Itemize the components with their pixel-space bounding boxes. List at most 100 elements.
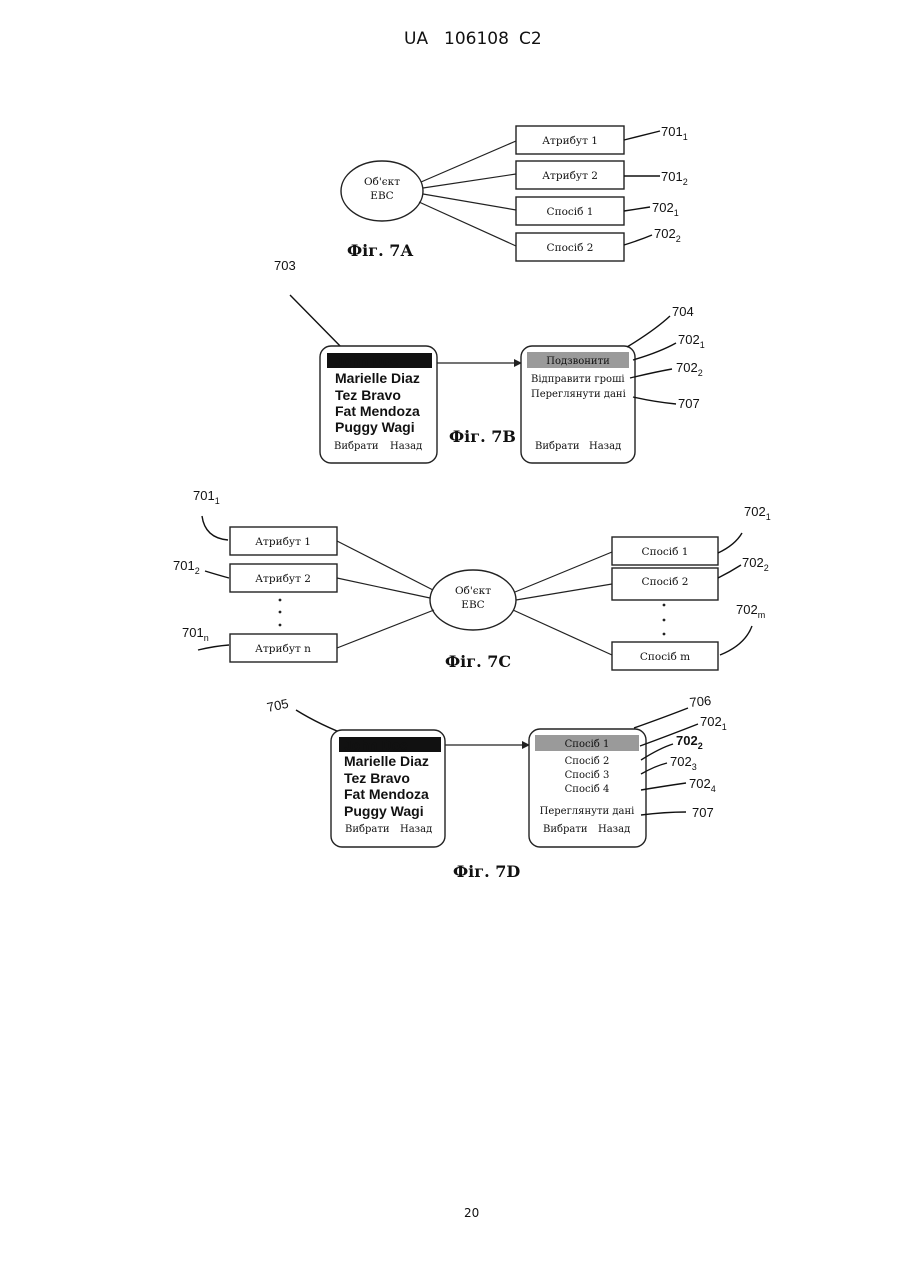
fig7c-ellipsis-dot	[279, 599, 282, 602]
fig7c-caption: Фіг. 7С	[445, 652, 511, 671]
fig7c-ellipsis-dot	[663, 619, 666, 622]
fig7b-leader	[630, 369, 672, 378]
fig7d-contact-item-selected: John Doe	[344, 737, 408, 753]
fig7d-caption: Фіг. 7D	[453, 862, 520, 881]
fig7c-leader	[718, 565, 741, 578]
fig7b-ref-702-1: 7021	[678, 332, 705, 350]
fig7b-softkey-left: Вибрати	[334, 441, 379, 452]
fig7c-leader	[202, 516, 228, 540]
fig7d-menu-item: Спосіб 3	[565, 770, 610, 781]
fig7a-ref-701-1: 7011	[661, 124, 688, 142]
fig7b-ref-707: 707	[678, 396, 700, 411]
fig7c-leader	[198, 645, 229, 650]
fig7c-ref-701-2: 7012	[173, 558, 200, 576]
fig7c-connector	[513, 610, 612, 655]
fig7c-method-label: Спосіб 2	[642, 576, 689, 588]
fig7a-leader-line	[624, 235, 652, 245]
fig7b-contact-item: Marielle Diaz	[335, 370, 420, 386]
fig7c-ellipsis-dot	[279, 611, 282, 614]
fig7b-menu-item: Відправити гроші	[531, 374, 625, 385]
fig7b-menu-item: Переглянути дані	[531, 389, 626, 400]
header-number: 106108	[444, 29, 509, 49]
fig7d-contact-item: Fat Mendoza	[344, 786, 429, 802]
fig7a-ref-701-2: 7012	[661, 169, 688, 187]
fig7b-contact-item: Tez Bravo	[335, 387, 401, 403]
fig7a-box-label: Спосіб 1	[547, 206, 594, 218]
fig7d-ref-702-1: 7021	[700, 714, 727, 732]
fig7a-connector	[423, 194, 516, 210]
fig7d-softkey-left: Вибрати	[345, 824, 390, 835]
fig7d-menu-item-selected: Спосіб 1	[565, 739, 610, 750]
fig7c-method-label: Спосіб m	[640, 651, 690, 663]
fig7b-leader-704	[627, 316, 670, 347]
fig7b-ref-703: 703	[274, 258, 296, 273]
fig7c-ref-702-2: 7022	[742, 555, 769, 573]
fig7b-contact-item-selected: John Doe	[335, 353, 399, 369]
fig7a-object-label-line2: ЕВС	[370, 190, 393, 202]
fig7d-softkey-right: Назад	[400, 824, 432, 835]
fig7b-softkey-left: Вибрати	[535, 441, 580, 452]
fig7a-leader-line	[624, 131, 660, 140]
fig7c-object-label-line1: Об'єкт	[455, 585, 491, 597]
fig7a-ref-702-1: 7021	[652, 200, 679, 218]
fig7c-connector	[516, 584, 612, 600]
fig7a-caption: Фіг. 7А	[347, 241, 413, 260]
fig7d-ref-702-4: 7024	[689, 776, 716, 794]
fig7c-leader	[720, 626, 752, 655]
fig7d-ref-707: 707	[692, 805, 714, 820]
fig7d-softkey-left: Вибрати	[543, 824, 588, 835]
header-country: UA	[404, 29, 428, 49]
fig7d-leader	[641, 812, 686, 815]
fig7a-connector	[419, 202, 516, 246]
fig7c-attribute-label: Атрибут n	[255, 643, 311, 655]
fig7b-leader	[633, 397, 676, 404]
fig7c-ref-701-n: 701n	[182, 625, 209, 643]
fig7c-leader	[718, 533, 742, 553]
fig7b-ref-702-2: 7022	[676, 360, 703, 378]
fig7c-ref-701-1: 7011	[193, 488, 220, 506]
fig7c-ref-702-m: 702m	[736, 602, 765, 620]
fig7b-leader-703	[290, 295, 346, 352]
fig7b-softkey-right: Назад	[390, 441, 422, 452]
figure-7c: Об'єкт ЕВС Атрибут 1 Атрибут 2 Атрибут n…	[173, 488, 771, 671]
figure-7a: Об'єкт ЕВС Атрибут 1 Атрибут 2 Спосіб 1 …	[341, 124, 688, 261]
fig7c-connector	[337, 541, 433, 590]
page-number: 20	[464, 1206, 479, 1220]
page-header: UA 106108 C2	[404, 29, 542, 49]
header-kind: C2	[519, 29, 542, 49]
fig7d-ref-706: 706	[689, 693, 712, 710]
figure-7d: 705 John Doe Marielle Diaz Tez Bravo Fat…	[266, 693, 727, 881]
fig7b-caption: Фіг. 7В	[449, 427, 516, 446]
fig7c-ref-702-1: 7021	[744, 504, 771, 522]
fig7d-ref-702-3: 7023	[670, 754, 697, 772]
fig7c-object-label-line2: ЕВС	[461, 599, 484, 611]
fig7d-contact-item: Puggy Wagi	[344, 803, 424, 819]
fig7c-ellipsis-dot	[663, 633, 666, 636]
fig7a-box-label: Атрибут 1	[542, 135, 598, 147]
fig7b-contact-item: Fat Mendoza	[335, 403, 420, 419]
fig7d-menu-item: Спосіб 4	[565, 784, 610, 795]
fig7b-ref-704: 704	[672, 304, 694, 319]
fig7d-menu-item: Спосіб 2	[565, 756, 610, 767]
fig7c-ellipsis-dot	[279, 624, 282, 627]
fig7b-menu-item-selected: Подзвонити	[546, 356, 610, 367]
fig7d-leader	[641, 783, 686, 790]
fig7c-connector	[337, 610, 434, 648]
fig7b-softkey-right: Назад	[589, 441, 621, 452]
fig7a-leader-line	[624, 207, 650, 211]
fig7a-object-label-line1: Об'єкт	[364, 176, 400, 188]
fig7b-contact-item: Puggy Wagi	[335, 419, 415, 435]
figure-7b: 703 John Doe Marielle Diaz Tez Bravo Fat…	[274, 258, 705, 463]
fig7d-softkey-right: Назад	[598, 824, 630, 835]
fig7c-attribute-label: Атрибут 2	[255, 573, 311, 585]
fig7b-leader	[633, 343, 676, 360]
fig7a-ref-702-2: 7022	[654, 226, 681, 244]
fig7a-box-label: Спосіб 2	[547, 242, 594, 254]
fig7d-menu-item: Переглянути дані	[540, 806, 635, 817]
fig7d-leader-706	[634, 708, 688, 728]
fig7c-leader	[205, 571, 229, 578]
fig7d-ref-705: 705	[266, 696, 290, 715]
fig7c-method-label: Спосіб 1	[642, 546, 689, 558]
fig7a-connector	[423, 174, 516, 188]
